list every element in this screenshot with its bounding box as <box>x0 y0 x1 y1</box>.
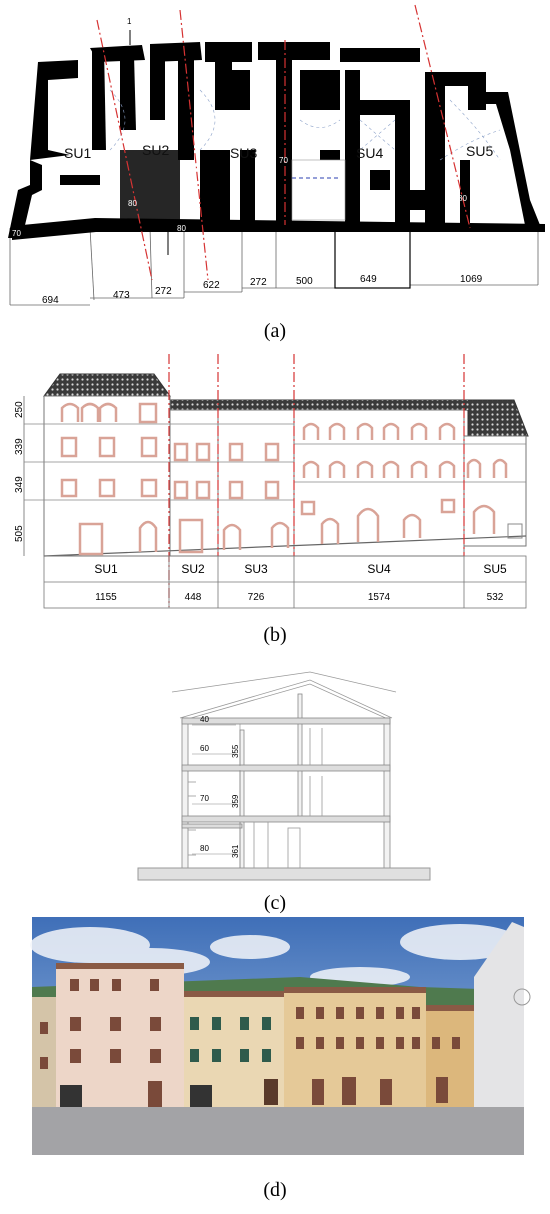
wall-mid2 <box>297 693 303 821</box>
panel-a-floor-plan: SU1 SU2 SU3 SU4 SU5 70 80 80 70 80 80 1 … <box>0 0 550 345</box>
su4-courtyard <box>291 159 346 221</box>
thickness-value: 70 <box>200 794 209 803</box>
building-su5 <box>426 1009 474 1107</box>
section-mark: 1 <box>165 221 170 230</box>
width-value: 1574 <box>368 592 391 603</box>
wall-thickness-label: 70 <box>12 229 21 238</box>
su-label: SU3 <box>244 562 268 576</box>
width-value: 1155 <box>95 592 117 603</box>
shop-window <box>60 1085 82 1107</box>
caption-b: (b) <box>263 624 287 646</box>
section-mark: 1 <box>127 17 132 26</box>
su-label: SU5 <box>483 562 507 576</box>
caption-c: (c) <box>263 892 287 914</box>
su-label: SU4 <box>356 145 383 161</box>
wall-left <box>181 717 189 869</box>
photo-windows-green <box>190 1017 271 1062</box>
dimension-value: 622 <box>203 280 220 291</box>
roof-su1 <box>56 963 184 969</box>
caption-d: (d) <box>263 1179 287 1201</box>
door <box>264 1079 278 1105</box>
dimension-value: 694 <box>42 295 59 306</box>
roof-su1 <box>43 373 171 397</box>
dimension-value: 272 <box>250 277 267 288</box>
photo-windows <box>40 979 162 1107</box>
height-value: 355 <box>231 744 240 758</box>
section-lines <box>168 354 465 607</box>
elevation-drawing: 250 339 349 505 SU1 SU2 SU3 SU4 SU5 1155… <box>14 354 529 609</box>
floor-plan-drawing: SU1 SU2 SU3 SU4 SU5 70 80 80 70 80 80 1 … <box>8 4 545 306</box>
dimension-value: 500 <box>296 276 313 287</box>
roof-outline <box>171 671 397 721</box>
su-label: SU2 <box>142 142 169 158</box>
building-photo <box>30 917 531 1155</box>
wall-thickness-label: 80 <box>190 165 199 174</box>
wall-thickness-label: 70 <box>279 156 288 165</box>
height-value: 505 <box>14 525 25 542</box>
shop-window <box>190 1085 212 1107</box>
vault-arcs <box>109 89 501 161</box>
roof-eave <box>170 400 468 410</box>
height-value: 250 <box>14 401 25 418</box>
wall-thickness-label: 80 <box>177 224 186 233</box>
ground <box>137 867 431 881</box>
wall-thickness-label: 80 <box>128 199 137 208</box>
windows <box>60 402 508 556</box>
caption-a: (a) <box>263 320 287 342</box>
panel-d-photo: (d) <box>0 917 550 1207</box>
walls <box>8 42 545 240</box>
section-lines <box>96 4 471 281</box>
width-table <box>43 555 527 609</box>
su-label: SU2 <box>181 562 205 576</box>
stair <box>507 523 523 539</box>
su-label: SU3 <box>230 145 257 161</box>
clouds <box>30 924 520 987</box>
su-label: SU5 <box>466 143 493 159</box>
thickness-value: 80 <box>200 844 209 853</box>
height-value: 361 <box>231 844 240 858</box>
piazza <box>32 1107 524 1155</box>
panel-c-section: 40 60 70 80 355 359 361 (c) <box>0 670 550 914</box>
dimension-strip <box>9 227 540 306</box>
photo-windows-su4 <box>296 1007 460 1105</box>
height-value: 349 <box>14 476 25 493</box>
openings <box>188 728 323 869</box>
thickness-value: 40 <box>200 715 209 724</box>
su-label: SU1 <box>64 145 91 161</box>
wall-mid <box>239 729 245 869</box>
dimension-value: 473 <box>113 290 130 301</box>
width-value: 532 <box>487 592 504 603</box>
rose-window <box>513 988 531 1006</box>
dimension-value: 272 <box>155 286 172 297</box>
wall-right <box>383 717 391 869</box>
dim-ticks <box>192 724 241 868</box>
width-value: 448 <box>185 592 202 603</box>
floor-slabs <box>181 717 391 829</box>
panel-b-elevation: 250 339 349 505 SU1 SU2 SU3 SU4 SU5 1155… <box>0 352 550 652</box>
church <box>474 922 524 1107</box>
su-label: SU4 <box>367 562 391 576</box>
height-value: 339 <box>14 438 25 455</box>
dimension-value: 649 <box>360 274 377 285</box>
building-left <box>32 997 58 1107</box>
wall-thickness-label: 80 <box>458 194 467 203</box>
section-drawing: 40 60 70 80 355 359 361 <box>137 671 431 881</box>
width-value: 726 <box>248 592 265 603</box>
thickness-value: 60 <box>200 744 209 753</box>
ground-line <box>43 535 527 557</box>
height-value: 359 <box>231 794 240 808</box>
dimension-value: 1069 <box>460 274 483 285</box>
su-label: SU1 <box>94 562 118 576</box>
